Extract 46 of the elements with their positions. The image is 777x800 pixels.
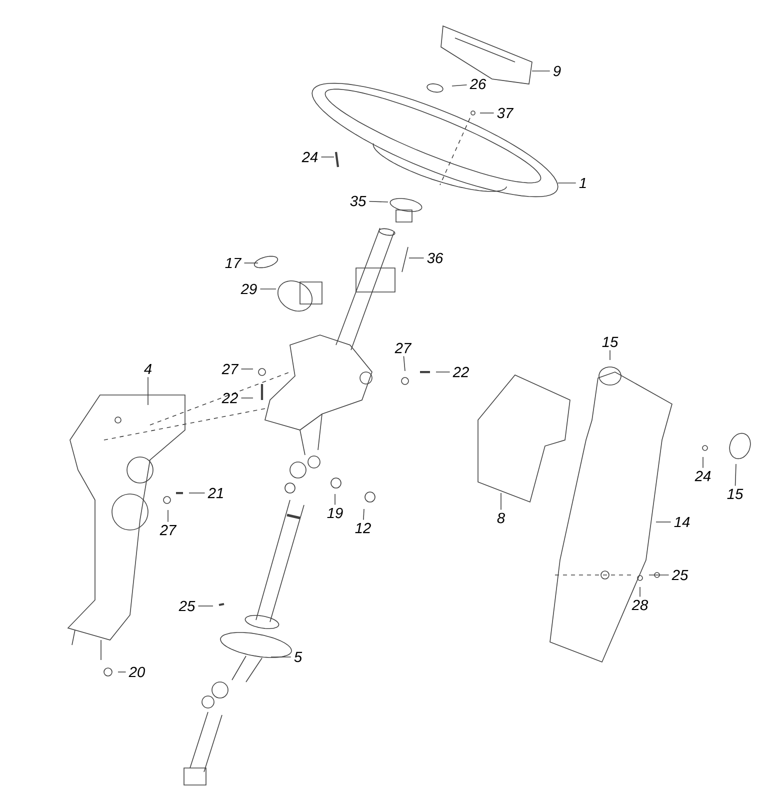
callout-number: 25 xyxy=(178,600,196,612)
callout-number: 26 xyxy=(470,78,486,90)
callout-number: 15 xyxy=(602,336,618,348)
leader-line xyxy=(260,288,276,290)
leader-line xyxy=(452,84,468,86)
callout-number: 36 xyxy=(427,252,444,264)
leader-line xyxy=(188,492,206,494)
callout-number: 28 xyxy=(632,600,648,610)
leader-line xyxy=(480,112,494,114)
callout-number: 15 xyxy=(727,488,744,500)
leader-line xyxy=(734,464,736,486)
callout-number: 5 xyxy=(294,652,302,662)
leader-line xyxy=(244,262,258,264)
callout-number: 19 xyxy=(327,508,343,518)
callout-number: 21 xyxy=(208,488,223,498)
callout-number: 35 xyxy=(350,196,366,206)
leader-line xyxy=(334,494,336,506)
callout-number: 27 xyxy=(160,524,177,536)
callout-number: 24 xyxy=(302,152,318,162)
callout-number: 14 xyxy=(674,516,690,528)
callout-number: 25 xyxy=(672,570,688,580)
callout-number: 9 xyxy=(553,66,561,76)
callout-number: 20 xyxy=(128,666,146,678)
leader-line xyxy=(240,368,254,370)
leader-line xyxy=(558,182,576,184)
callout-number: 22 xyxy=(452,366,469,378)
leader-line xyxy=(320,156,334,158)
leader-line xyxy=(532,70,550,72)
callout-number: 27 xyxy=(394,342,412,354)
leader-line xyxy=(648,574,670,576)
leader-line xyxy=(702,456,704,468)
leader-line xyxy=(270,656,292,658)
callout-number: 22 xyxy=(222,392,238,404)
callout-number: 17 xyxy=(225,258,242,268)
leader-line xyxy=(500,492,502,510)
leader-line xyxy=(368,200,388,202)
leader-line xyxy=(363,508,364,520)
callout-number: 27 xyxy=(222,364,239,374)
callout-number: 8 xyxy=(497,512,505,524)
callout-number: 1 xyxy=(579,178,586,188)
callout-number: 12 xyxy=(355,522,371,534)
callout-number: 29 xyxy=(240,284,257,294)
callout-number: 37 xyxy=(497,108,514,118)
callout-number: 4 xyxy=(144,364,152,374)
leader-line xyxy=(403,356,406,372)
callout-number: 24 xyxy=(694,470,711,482)
